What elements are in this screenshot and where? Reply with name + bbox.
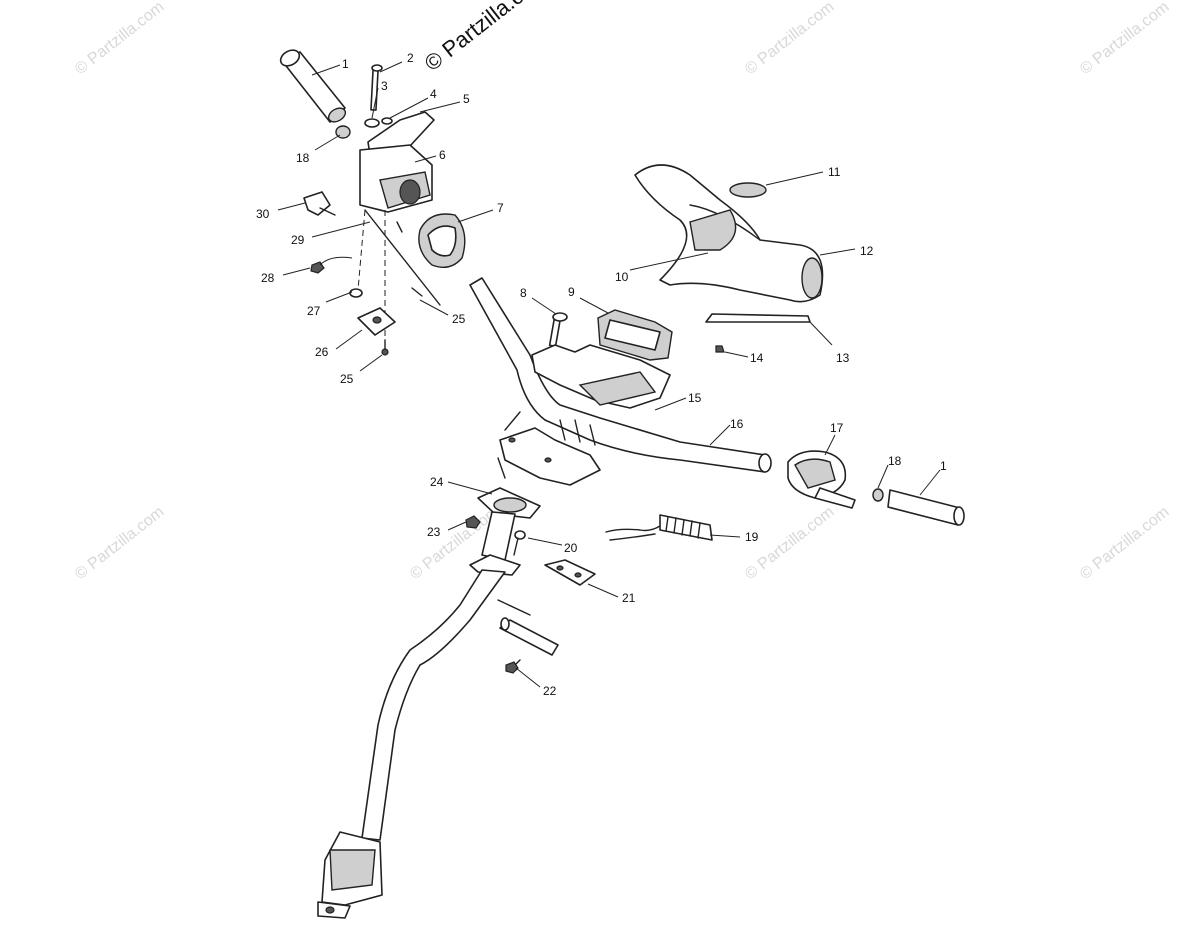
callout-20: 20 <box>564 541 578 555</box>
callout-27: 27 <box>307 304 321 318</box>
callout-1: 1 <box>940 459 947 473</box>
part-bar-end <box>872 488 884 502</box>
callout-15: 15 <box>688 391 702 405</box>
part-screws <box>381 221 423 356</box>
part-bolt <box>513 530 526 556</box>
callout-18: 18 <box>888 454 902 468</box>
part-throttle-cover <box>418 213 466 268</box>
callout-14: 14 <box>750 351 764 365</box>
watermark-tile: © Partzilla.com <box>742 0 837 78</box>
callout-13: 13 <box>836 351 850 365</box>
part-adjuster <box>303 191 336 216</box>
callout-28: 28 <box>261 271 275 285</box>
callout-12: 12 <box>860 244 874 258</box>
part-throttle-housing <box>359 144 433 213</box>
assembly-line <box>364 209 441 306</box>
part-left-grip <box>279 49 347 123</box>
callout-25: 25 <box>340 372 354 386</box>
watermark-tiles: © Partzilla.com © Partzilla.com © Partzi… <box>72 0 1172 583</box>
part-lower-clamp <box>499 427 601 486</box>
callout-9: 9 <box>568 285 575 299</box>
part-bracket-cover <box>597 309 673 361</box>
watermark-main: © Partzilla.com <box>420 0 552 76</box>
assembly-line <box>504 411 521 431</box>
callout-10: 10 <box>615 270 629 284</box>
callout-1: 1 <box>342 57 349 71</box>
part-washer <box>364 117 393 128</box>
part-nut <box>310 256 353 274</box>
part-pad-strap <box>705 313 811 323</box>
callout-25: 25 <box>452 312 466 326</box>
watermark-tile: © Partzilla.com <box>72 0 167 78</box>
callout-16: 16 <box>730 417 744 431</box>
callout-22: 22 <box>543 684 557 698</box>
callout-8: 8 <box>520 286 527 300</box>
callout-30: 30 <box>256 207 270 221</box>
part-steering-column <box>317 487 541 919</box>
part-nut <box>465 515 481 529</box>
watermark-tile: © Partzilla.com <box>1077 0 1172 78</box>
callout-24: 24 <box>430 475 444 489</box>
part-clamp-plate <box>544 559 596 586</box>
callout-17: 17 <box>830 421 844 435</box>
watermark-tile: © Partzilla.com <box>1077 503 1172 583</box>
part-bolt <box>548 312 568 348</box>
watermark-tile: © Partzilla.com <box>72 503 167 583</box>
part-right-grip <box>887 489 965 526</box>
callout-21: 21 <box>622 591 636 605</box>
callout-11: 11 <box>828 165 841 179</box>
part-sleeve <box>497 599 559 674</box>
callout-29: 29 <box>291 233 305 247</box>
callout-19: 19 <box>745 530 759 544</box>
leader-lines <box>277 61 941 688</box>
part-upper-clamp <box>531 344 671 409</box>
part-pad-label <box>729 182 767 198</box>
callout-5: 5 <box>463 92 470 106</box>
callout-26: 26 <box>315 345 329 359</box>
callout-4: 4 <box>430 87 437 101</box>
callout-6: 6 <box>439 148 446 162</box>
callout-2: 2 <box>407 51 414 65</box>
assembly-line <box>357 209 366 291</box>
callout-3: 3 <box>381 79 388 93</box>
part-handlebar-pad <box>634 164 824 303</box>
assembly-line <box>497 457 506 479</box>
part-cable <box>605 514 713 541</box>
callout-7: 7 <box>497 201 504 215</box>
part-pad-screw <box>715 345 725 353</box>
callout-labels: 1 2 3 4 5 6 7 8 9 10 11 12 13 14 15 16 1… <box>256 51 947 698</box>
callout-18: 18 <box>296 151 310 165</box>
part-clip <box>349 288 363 298</box>
part-plate <box>357 307 396 336</box>
part-brake-housing <box>787 450 856 509</box>
part-handlebar <box>469 277 772 473</box>
callout-23: 23 <box>427 525 441 539</box>
